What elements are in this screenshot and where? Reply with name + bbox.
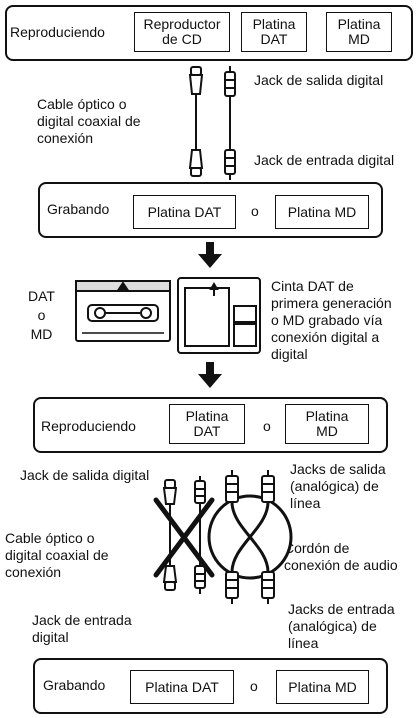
down-arrow-icon [198,242,222,268]
or-separator-lower: o [263,418,271,434]
or-separator-middle: o [251,203,259,219]
digital-input-jack-label-2: Jack de entrada digital [32,612,132,645]
analog-output-jacks-label: Jacks de salida (analógica) de línea [290,461,386,511]
dat-deck-box-lower: Platina DAT [169,404,245,444]
digital-input-jack-label-1: Jack de entrada digital [254,152,395,168]
or-separator-bottom: o [250,678,258,694]
md-deck-box-top: Platina MD [326,12,392,52]
md-deck-box-lower: Platina MD [285,404,369,444]
audio-cord-icon [207,470,293,604]
audio-cord-label: Cordón de conexión de audio [284,540,398,573]
recording-label-middle: Grabando [47,201,110,217]
dat-deck-box-bottom: Platina DAT [130,670,234,704]
optical-cable-icon [188,66,204,177]
media-type-label: DAT o MD [28,288,55,342]
dat-cassette-icon [75,280,171,342]
dat-deck-box-top: Platina DAT [241,12,307,52]
cd-player-box: Reproductor de CD [134,12,230,52]
recording-label-bottom: Grabando [43,677,106,693]
digital-output-jack-label-1: Jack de salida digital [254,72,384,88]
dat-deck-box-middle: Platina DAT [133,195,236,229]
digital-cable-label-2: Cable óptico o digital coaxial de conexi… [5,530,109,580]
down-arrow-icon [198,362,222,388]
playback-label-top: Reproduciendo [10,24,105,40]
analog-input-jacks-label: Jacks de entrada (analógica) de línea [288,601,395,651]
first-generation-media-caption: Cinta DAT de primera generación o MD gra… [271,278,392,362]
minidisc-icon [177,277,261,354]
digital-cable-label-1: Cable óptico o digital coaxial de conexi… [37,96,141,146]
md-deck-box-middle: Platina MD [275,195,369,229]
crossed-out-icon [153,497,215,578]
coaxial-cable-icon [224,66,236,180]
md-deck-box-bottom: Platina MD [276,670,369,704]
playback-label-middle: Reproduciendo [41,418,136,434]
digital-output-jack-label-2: Jack de salida digital [20,467,150,483]
